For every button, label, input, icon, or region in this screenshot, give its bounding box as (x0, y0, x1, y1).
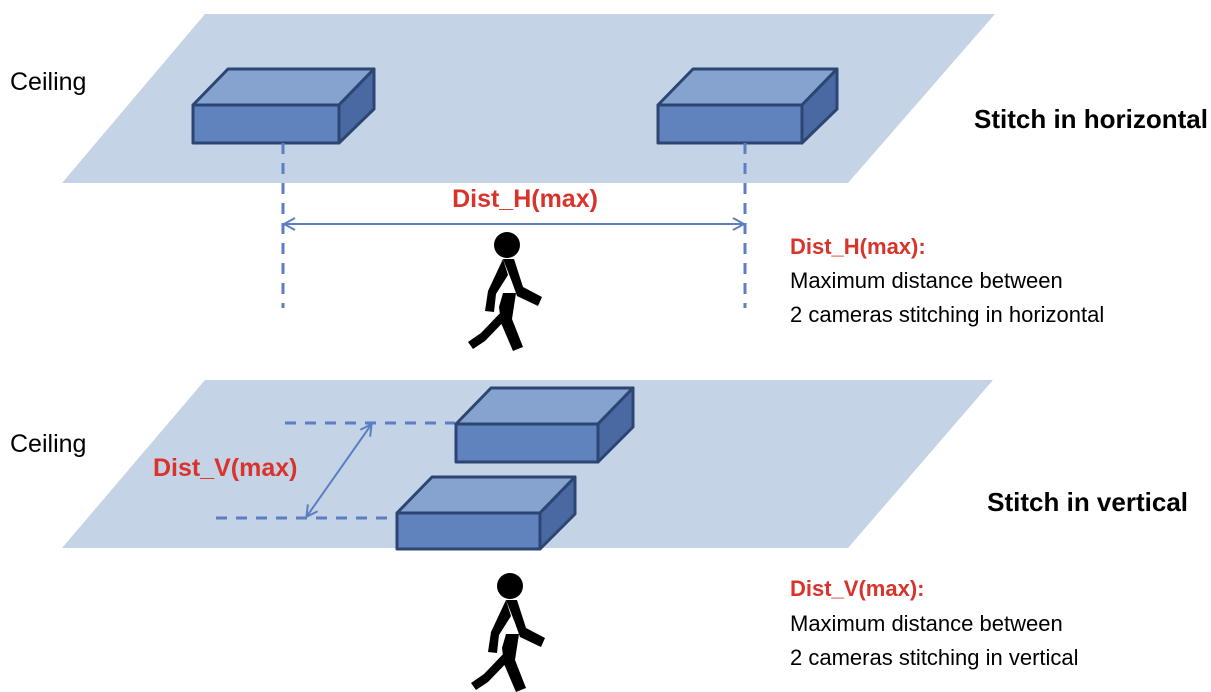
definition-title-v: Dist_V(max): (790, 576, 924, 601)
panel-title-horizontal: Stitch in horizontal (974, 104, 1208, 134)
definition-line1-v: Maximum distance between (790, 611, 1063, 636)
top-panel: Ceiling Dist_H(max) Stitch in horizontal… (10, 14, 1208, 351)
camera-box-icon (454, 386, 635, 464)
distance-label-v: Dist_V(max) (153, 454, 298, 482)
definition-title-h: Dist_H(max): (790, 234, 926, 259)
camera-box-icon (191, 67, 376, 145)
panel-title-vertical: Stitch in vertical (987, 487, 1188, 517)
definition-line2-h: 2 cameras stitching in horizontal (790, 302, 1104, 327)
camera-box-icon (656, 67, 839, 145)
definition-line2-v: 2 cameras stitching in vertical (790, 645, 1079, 670)
double-arrow-icon (307, 425, 371, 516)
distance-label-h: Dist_H(max) (452, 185, 598, 213)
camera-box-icon (395, 475, 577, 551)
definition-line1-h: Maximum distance between (790, 268, 1063, 293)
bottom-panel: Ceiling Dist_V(max) Stitch in vertical D… (10, 380, 1188, 692)
walking-person-icon (468, 232, 542, 351)
walking-person-icon (471, 573, 545, 692)
ceiling-label-bottom: Ceiling (10, 430, 86, 458)
ceiling-label-top: Ceiling (10, 68, 86, 96)
